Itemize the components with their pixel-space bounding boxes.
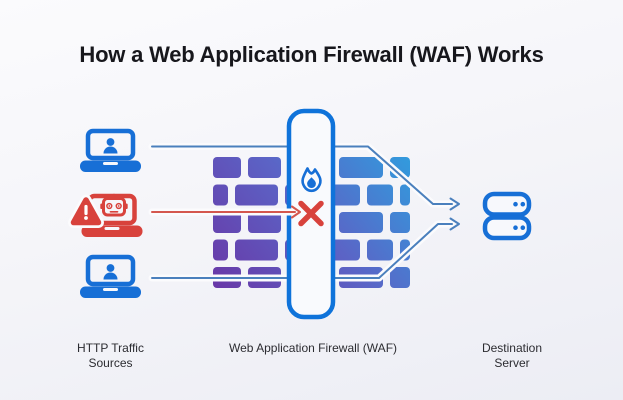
server-stack-icon — [482, 191, 532, 241]
robot-icon — [100, 193, 128, 217]
label-line: HTTP Traffic — [77, 341, 144, 355]
diagram-title: How a Web Application Firewall (WAF) Wor… — [79, 42, 544, 67]
label-line: Destination — [481, 341, 543, 355]
arrowhead-bottom-icon — [449, 217, 460, 231]
label-destination-server: Destination Server — [452, 341, 572, 371]
laptop-user-bottom-icon — [80, 254, 141, 298]
label-line: Server — [494, 356, 530, 370]
blocked-x-icon — [298, 200, 324, 227]
flame-icon — [301, 167, 322, 193]
laptop-bot-warning-icon — [68, 193, 143, 237]
traffic-line-allowed-top — [148, 143, 460, 211]
label-http-traffic-sources: HTTP Traffic Sources — [50, 341, 171, 371]
warning-triangle-icon — [68, 194, 104, 228]
arrowhead-top-icon — [449, 197, 460, 211]
label-line: Sources — [88, 356, 133, 370]
user-icon — [103, 138, 118, 154]
traffic-line-allowed-bottom — [148, 217, 460, 282]
label-line: Web Application Firewall (WAF) — [228, 341, 398, 355]
traffic-line-blocked — [148, 205, 301, 219]
label-waf: Web Application Firewall (WAF) — [183, 341, 443, 356]
arrowhead-blocked-icon — [291, 205, 301, 219]
user-icon — [103, 264, 118, 280]
laptop-user-top-icon — [80, 128, 141, 172]
